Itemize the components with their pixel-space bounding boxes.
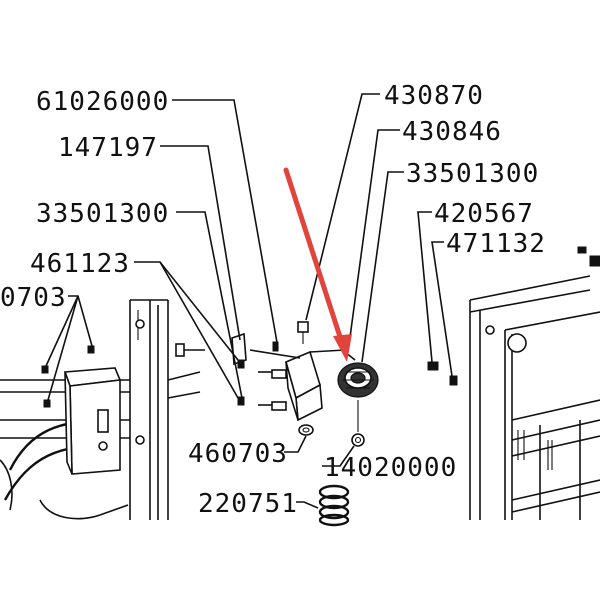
label-0703: 0703 <box>0 283 67 313</box>
right-frame-assembly <box>427 246 600 520</box>
label-430870: 430870 <box>384 81 484 111</box>
hinge-bracket <box>237 321 346 436</box>
pointer-arrow-head <box>333 334 352 362</box>
spring-220751 <box>318 484 350 527</box>
label-61026000: 61026000 <box>36 87 169 117</box>
label-460703: 460703 <box>188 439 288 469</box>
label-220751: 220751 <box>198 489 298 519</box>
left-frame-assembly <box>0 299 247 520</box>
label-461123: 461123 <box>30 249 130 279</box>
label-147197: 147197 <box>58 133 158 163</box>
label-33501300-left: 33501300 <box>36 199 169 229</box>
label-471132: 471132 <box>446 229 546 259</box>
label-420567: 420567 <box>434 199 534 229</box>
label-430846: 430846 <box>402 117 502 147</box>
pointer-arrow <box>283 167 345 346</box>
label-33501300-right: 33501300 <box>406 159 539 189</box>
roller-wheel <box>337 351 379 447</box>
label-14020000: 14020000 <box>324 453 457 483</box>
leader-lines <box>45 93 453 509</box>
